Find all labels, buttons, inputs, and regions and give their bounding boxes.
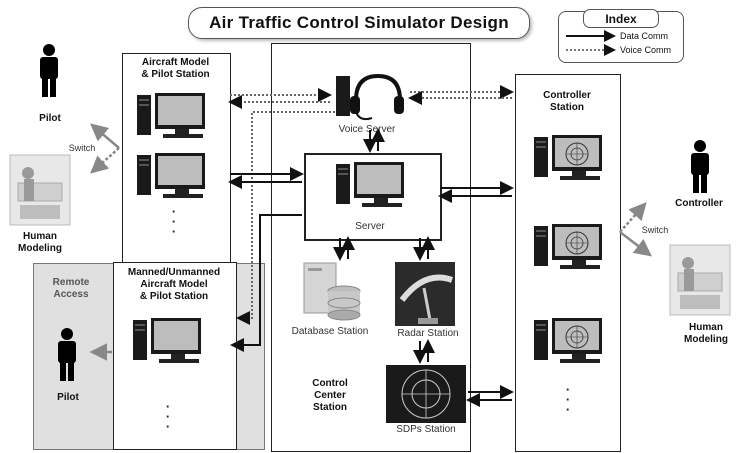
pc-controller-3	[534, 318, 602, 363]
pc-controller-1	[534, 135, 602, 180]
server-label: Server	[355, 221, 385, 232]
database-station-label: Database Station	[291, 326, 369, 337]
voice-arrow-remote	[236, 111, 335, 325]
pilot-icon-remote	[58, 328, 76, 381]
ellipsis-left-top: ···	[171, 204, 177, 239]
switch-arrow-left-up	[90, 123, 120, 149]
radar-station-label: Radar Station	[397, 328, 459, 339]
human-model-right	[669, 244, 731, 316]
pc-server	[336, 162, 404, 207]
pc-voice-server	[336, 76, 350, 116]
diagram-title: Air Traffic Control Simulator Design	[188, 7, 530, 39]
pilot-label-remote: Pilot	[57, 392, 79, 403]
switch-label-right: Switch	[641, 225, 669, 235]
headset-icon	[350, 73, 404, 121]
switch-arrow-left-down	[90, 147, 120, 174]
controller-label: Controller	[675, 198, 723, 209]
legend-arrows	[566, 30, 616, 56]
pc-controller-2	[534, 224, 602, 269]
legend-title: Index	[583, 9, 659, 28]
switch-arrow-right-down	[619, 231, 652, 257]
ellipsis-remote: ···	[165, 399, 171, 434]
aircraft-pilot-station-label: Aircraft Model& Pilot Station	[141, 57, 210, 80]
voice-server-label: Voice Server	[338, 124, 396, 135]
data-arrow-remote	[230, 214, 302, 352]
pc-aircraft-2	[137, 153, 205, 198]
sdps-station-label: SDPs Station	[396, 424, 456, 435]
pc-remote	[133, 318, 201, 363]
legend-data-comm: Data Comm	[620, 31, 669, 41]
switch-label-left: Switch	[68, 143, 96, 153]
pilot-icon-top	[40, 44, 58, 97]
legend-voice-comm: Voice Comm	[620, 45, 672, 55]
database-icon	[303, 262, 361, 321]
switch-arrow-right-up	[619, 202, 647, 233]
ellipsis-right: ···	[565, 382, 571, 417]
sdps-screen-icon	[386, 365, 466, 423]
human-model-left	[9, 154, 71, 226]
radar-antenna-icon	[395, 262, 455, 326]
controller-icon	[691, 140, 709, 193]
pilot-label-top: Pilot	[39, 113, 61, 124]
pc-aircraft-1	[137, 93, 205, 138]
